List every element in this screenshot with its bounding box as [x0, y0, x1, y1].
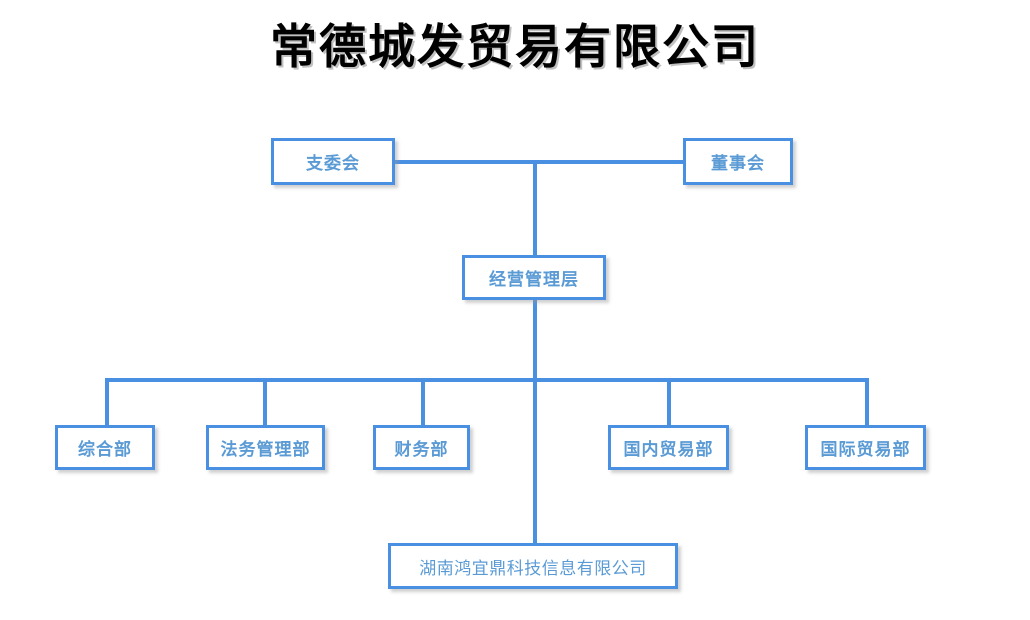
node-international-trade-dept[interactable]: 国际贸易部	[805, 425, 926, 470]
node-management-layer[interactable]: 经营管理层	[462, 255, 606, 300]
node-party-committee[interactable]: 支委会	[271, 138, 395, 185]
page-title: 常德城发贸易有限公司	[270, 22, 760, 74]
connector-bus-to-finance	[421, 378, 425, 425]
connector-department-bus	[105, 378, 867, 382]
node-subsidiary-company-label: 湖南鸿宜鼎科技信息有限公司	[419, 558, 647, 578]
connector-bus-to-subsidiary	[533, 378, 537, 544]
node-domestic-trade-dept-label: 国内贸易部	[623, 440, 714, 459]
node-management-layer-label: 经营管理层	[489, 270, 579, 289]
node-general-affairs-dept[interactable]: 综合部	[55, 425, 155, 470]
node-finance-dept-label: 财务部	[394, 440, 449, 459]
node-finance-dept[interactable]: 财务部	[373, 425, 470, 470]
connector-management-to-bus	[533, 300, 537, 378]
connector-party-to-board	[395, 160, 683, 164]
connector-bus-to-intl-trade	[865, 378, 869, 425]
node-legal-affairs-dept[interactable]: 法务管理部	[206, 425, 325, 470]
connector-bus-to-domestic-trade	[667, 378, 671, 425]
node-general-affairs-dept-label: 综合部	[78, 440, 132, 459]
node-party-committee-label: 支委会	[306, 154, 360, 173]
connector-bus-to-legal	[263, 378, 267, 425]
node-international-trade-dept-label: 国际贸易部	[820, 440, 911, 459]
connector-board-to-management	[533, 160, 537, 255]
node-subsidiary-company[interactable]: 湖南鸿宜鼎科技信息有限公司	[388, 543, 678, 589]
node-legal-affairs-dept-label: 法务管理部	[220, 440, 311, 459]
node-board-of-directors-label: 董事会	[711, 154, 765, 173]
node-board-of-directors[interactable]: 董事会	[683, 138, 793, 185]
node-domestic-trade-dept[interactable]: 国内贸易部	[608, 425, 729, 470]
connector-bus-to-general	[105, 378, 109, 425]
